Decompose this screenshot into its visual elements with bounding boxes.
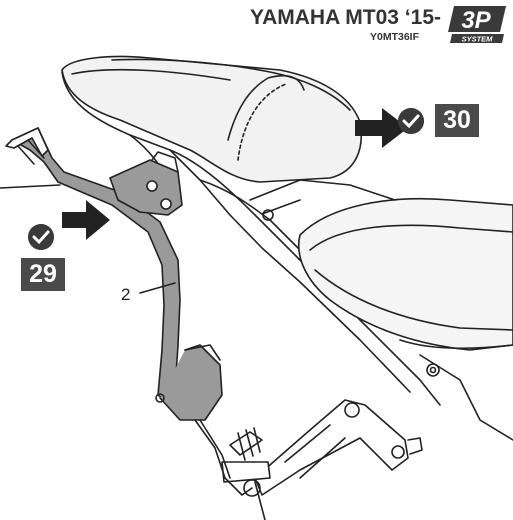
logo-text: 3P [461,7,491,34]
leader-line-part-2 [139,282,176,294]
check-icon [28,224,54,250]
leader-line-left [0,184,61,189]
rider-seat [298,197,513,351]
frame-side-panel [249,179,513,441]
model-code: Y0MT36IF [370,31,420,43]
3p-system-logo: 3P SYSTEM [448,6,506,44]
side-rack-frame [5,127,253,496]
logo-subtext: SYSTEM [462,35,494,44]
check-icon [398,108,424,134]
leader-line-bottom [254,481,266,520]
arrow-right-icon [355,108,408,148]
callout-step-29: 29 [21,258,65,291]
upper-mount-bracket [109,151,183,216]
callout-step-30: 30 [435,104,479,137]
model-title: YAMAHA MT03 ‘15- [250,6,441,29]
pillion-seat [61,55,362,183]
arrow-left-icon [62,200,110,240]
part-label-2: 2 [121,285,131,304]
footpeg-bracket [243,399,423,497]
